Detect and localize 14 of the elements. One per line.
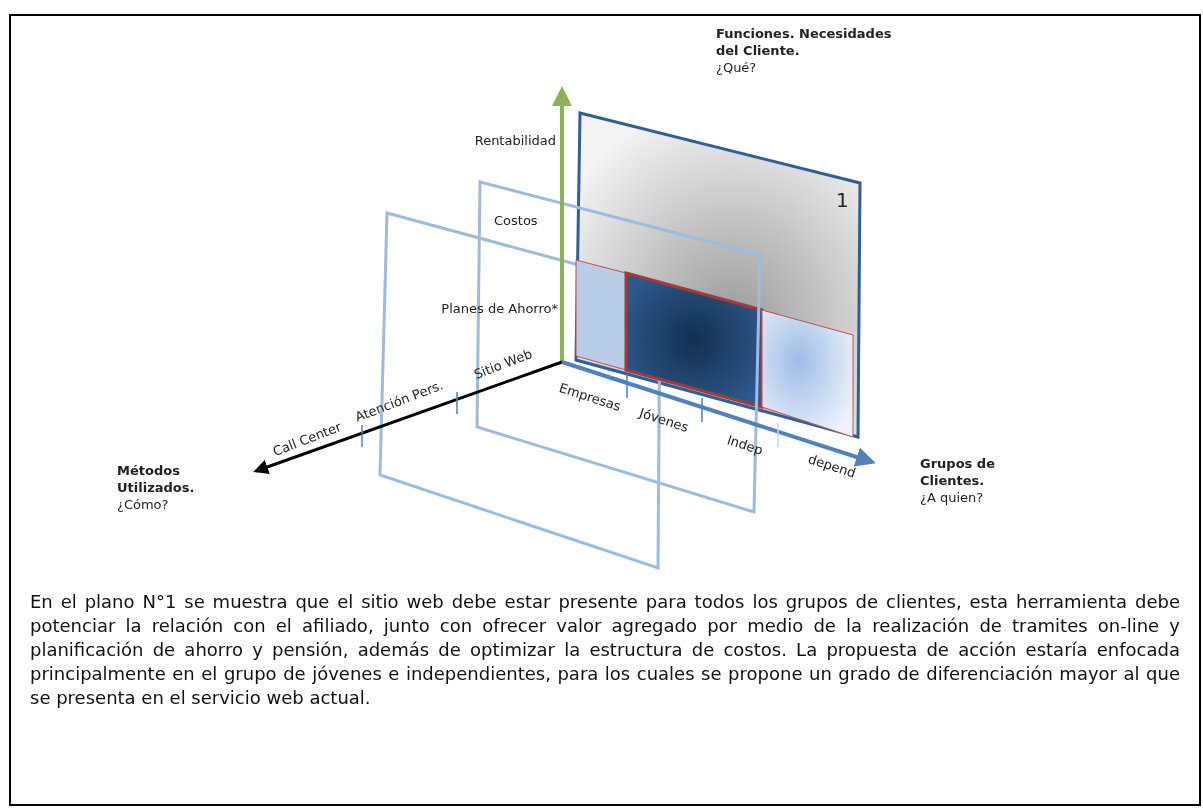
axis-title: Funciones. Necesidades del Cliente. xyxy=(716,25,893,59)
axis-tick-label: Sitio Web xyxy=(471,345,535,383)
axis-tick-label: Planes de Ahorro* xyxy=(440,300,558,317)
caption: En el plano N°1 se muestra que el sitio web debe estar presente para todos los grupos de clientes, esta herramienta debe potenciar la relación con el afiliado, junto con ofrecer valor agregado por medio de la realización de tramites on-line y planificación de ahorro y pensión, además de optimizar la estructura de costos. La propuesta de acción estaría enfocada principalmente en el grupo de jóvenes e independientes, para los cuales se propone un grado de diferenciación mayor al que se presenta en el servicio web actual. xyxy=(30,590,1180,710)
axis-tick-label: Rentabilidad xyxy=(473,132,556,149)
axis-title: Métodos Utilizados. xyxy=(117,462,196,496)
axis-tick-label: Call Center xyxy=(270,418,344,460)
plane-number: 1 xyxy=(836,188,849,212)
axis-tick-label: Costos xyxy=(494,212,538,229)
axis-subtitle: ¿Qué? xyxy=(716,59,757,76)
axis-subtitle: ¿A quien? xyxy=(920,489,984,506)
axis-tick-label: Indep xyxy=(725,431,765,459)
axis-title: Grupos de Clientes. xyxy=(920,455,996,489)
axis-subtitle: ¿Cómo? xyxy=(117,496,169,513)
